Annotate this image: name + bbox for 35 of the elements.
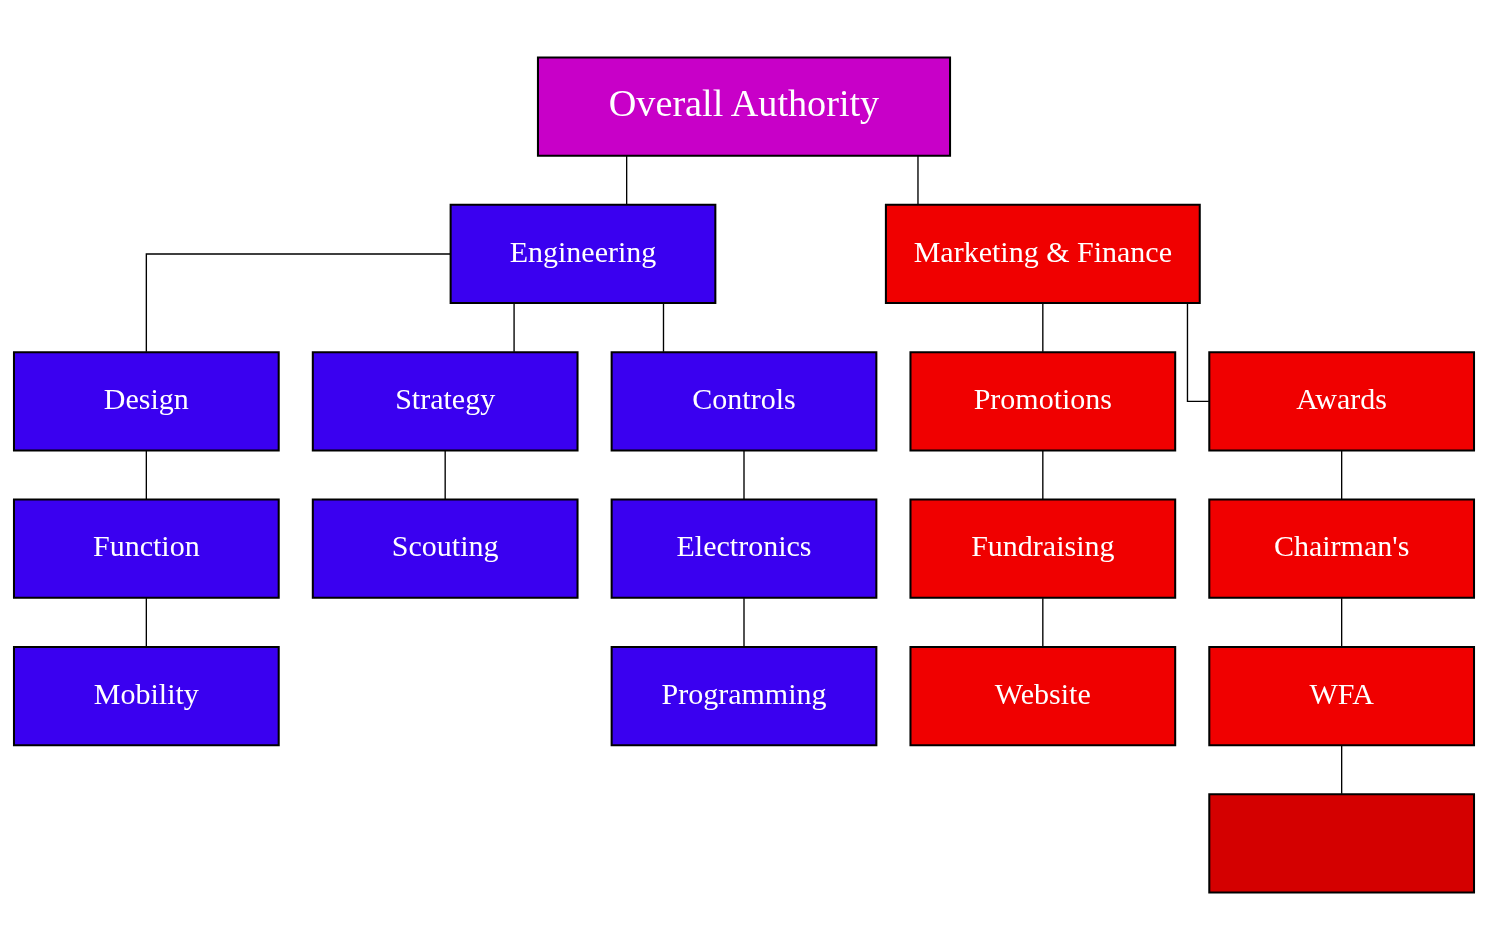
connector [1042, 450, 1044, 500]
node-box: Design [12, 351, 280, 452]
node-box: Fundraising [909, 498, 1177, 599]
node-box: Awards [1208, 351, 1476, 452]
node-box: Scouting [311, 498, 579, 599]
node-box: Function [12, 498, 280, 599]
node-box: Engineering [449, 203, 717, 305]
connector [444, 450, 446, 500]
node-box [1208, 793, 1476, 894]
node-box: Electronics [610, 498, 878, 599]
node-box: Marketing & Finance [884, 203, 1201, 305]
connector [513, 302, 515, 353]
connector [145, 597, 147, 648]
connector [743, 597, 745, 648]
node-box: WFA [1208, 645, 1476, 747]
node-box: Controls [610, 351, 878, 452]
connector [743, 450, 745, 500]
node-box: Programming [610, 645, 878, 747]
connector [145, 450, 147, 500]
connector [1341, 744, 1343, 795]
node-box: Mobility [12, 645, 280, 747]
connector [625, 155, 628, 206]
node-box: Chairman's [1208, 498, 1476, 599]
connector [1042, 302, 1044, 353]
node-box: Website [909, 645, 1177, 747]
connector [1341, 597, 1343, 648]
connector [917, 155, 919, 206]
connector [1042, 597, 1044, 648]
node-box: Strategy [311, 351, 579, 452]
node-box: Overall Authority [536, 56, 952, 157]
connector [145, 253, 451, 353]
connector [1186, 302, 1210, 402]
connector [1341, 450, 1343, 500]
node-box: Promotions [909, 351, 1177, 452]
connector [662, 302, 665, 353]
